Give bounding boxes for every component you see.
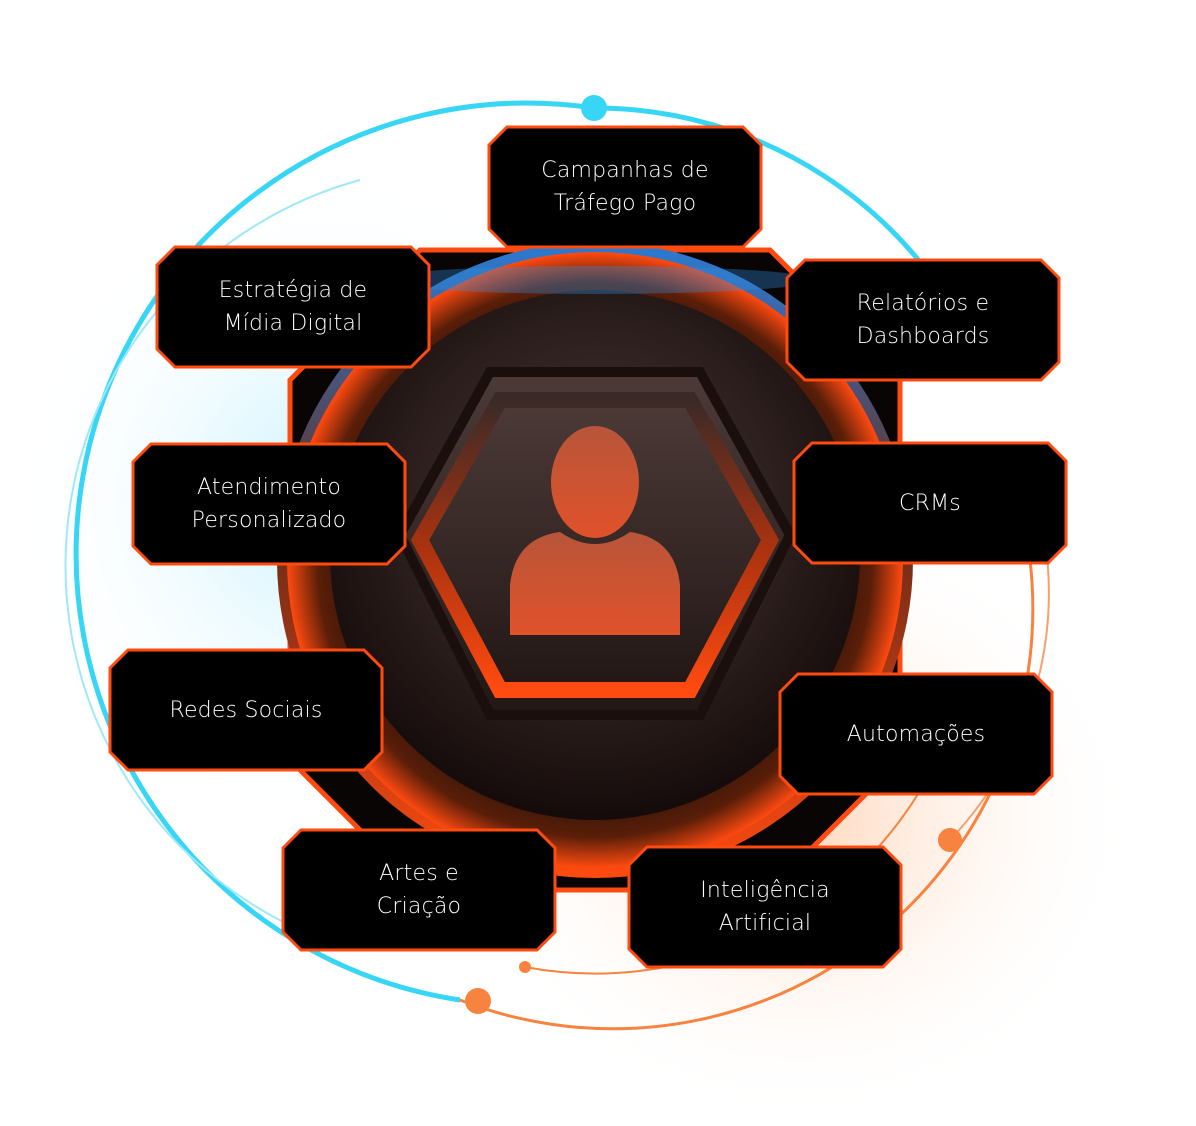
card-label-line2: Mídia Digital	[223, 311, 363, 336]
card-campanhas[interactable]: Campanhas de Tráfego Pago	[487, 125, 763, 249]
card-label-line1: Artes e	[379, 861, 459, 886]
center-hexagon	[394, 367, 796, 720]
card-label-line1: Redes Sociais	[169, 697, 323, 723]
card-label-line2: Dashboards	[856, 324, 990, 349]
card-label-line1: Inteligência	[700, 878, 830, 903]
card-label-line2: Personalizado	[191, 508, 347, 533]
card-label-line2: Criação	[376, 894, 462, 919]
card-label-line2: Artificial	[718, 911, 812, 936]
card-label-line1: Campanhas de	[541, 158, 709, 183]
card-relatorios[interactable]: Relatórios e Dashboards	[785, 258, 1061, 382]
card-label-line1: Automações	[846, 721, 986, 747]
card-estrategia[interactable]: Estratégia de Mídia Digital	[155, 245, 431, 369]
card-label-line1: Estratégia de	[218, 278, 368, 303]
card-crms[interactable]: CRMs	[792, 441, 1068, 565]
card-label-line1: Relatórios e	[856, 291, 990, 316]
card-automacoes[interactable]: Automações	[778, 672, 1054, 796]
card-label-line1: Atendimento	[196, 475, 342, 500]
card-label-line2: Tráfego Pago	[553, 191, 697, 216]
card-artes[interactable]: Artes e Criação	[281, 828, 557, 952]
user-icon	[510, 426, 680, 635]
card-label-line1: CRMs	[899, 490, 961, 516]
card-redes-sociais[interactable]: Redes Sociais	[108, 648, 384, 772]
